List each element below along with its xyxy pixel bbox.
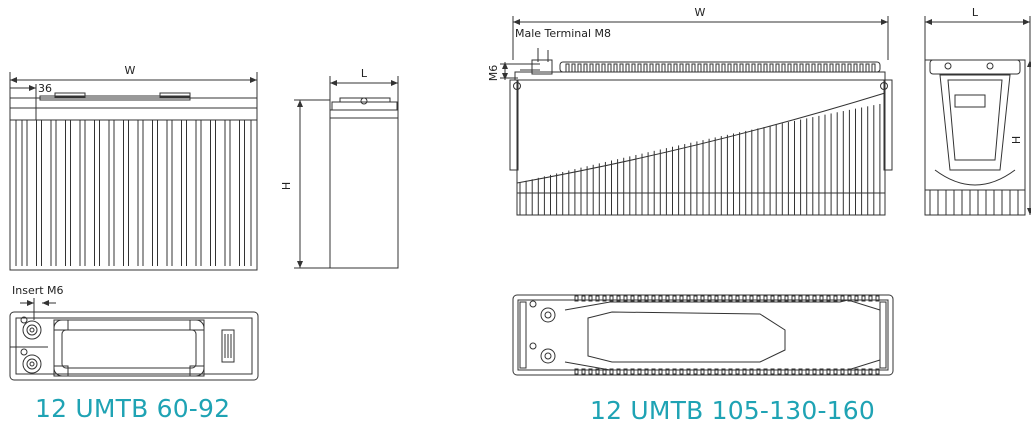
left-front-ribs bbox=[21, 120, 245, 266]
right-h-label: H bbox=[1010, 136, 1023, 144]
left-side-view bbox=[294, 76, 399, 269]
right-l-label: L bbox=[972, 6, 979, 19]
right-m6-label: M6 bbox=[487, 65, 500, 82]
left-w-label: W bbox=[125, 64, 136, 77]
left-l-label: L bbox=[361, 67, 368, 80]
right-side-view bbox=[924, 16, 1031, 216]
left-h-label: H bbox=[280, 182, 293, 190]
right-model-title: 12 UMTB 105-130-160 bbox=[590, 396, 875, 425]
left-offset-label: 36 bbox=[38, 82, 52, 95]
right-top-view bbox=[512, 294, 894, 376]
right-front-view bbox=[500, 16, 893, 216]
insert-label: Insert M6 bbox=[12, 284, 64, 297]
right-front-ribs bbox=[519, 103, 881, 215]
right-w-label: W bbox=[695, 6, 706, 19]
left-front-view bbox=[9, 72, 258, 271]
right-top-teeth bbox=[565, 63, 876, 73]
right-side-ribs bbox=[929, 190, 1019, 215]
left-top-view bbox=[9, 298, 259, 381]
left-model-title: 12 UMTB 60-92 bbox=[35, 394, 231, 423]
terminal-label: Male Terminal M8 bbox=[515, 27, 611, 40]
